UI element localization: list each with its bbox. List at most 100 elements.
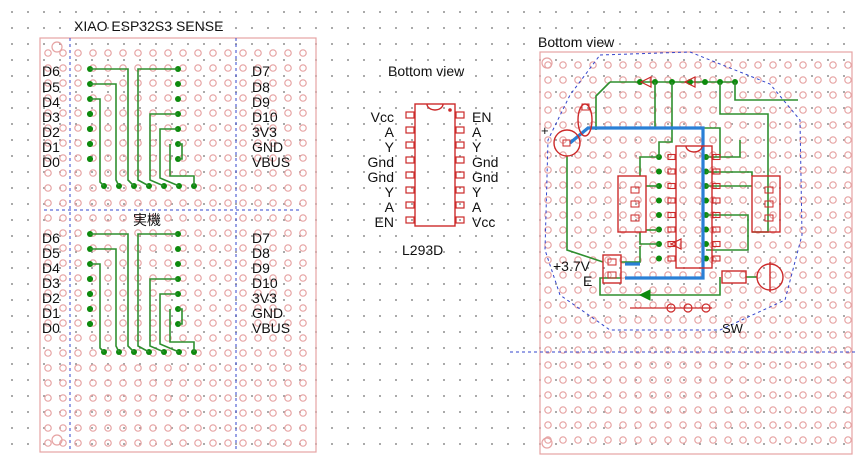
perfboard-pad xyxy=(284,274,292,282)
xiao-board-title: XIAO ESP32S3 SENSE xyxy=(74,18,224,34)
perfboard-pad xyxy=(709,331,717,339)
perfboard-pad xyxy=(619,346,627,354)
perfboard-pad xyxy=(814,121,822,129)
perfboard-pad xyxy=(104,424,112,432)
perfboard-pad xyxy=(574,151,582,159)
perfboard-pad xyxy=(209,259,217,267)
perfboard-pad xyxy=(649,406,657,414)
perfboard-pad xyxy=(829,391,837,399)
perfboard-pad xyxy=(649,166,657,174)
perfboard-pad xyxy=(239,424,247,432)
perfboard-pad xyxy=(559,181,567,189)
perfboard-pad xyxy=(739,286,747,294)
perfboard-pad xyxy=(844,286,852,294)
motor-connector-left xyxy=(617,175,647,233)
perfboard-pad xyxy=(829,91,837,99)
perfboard-pad xyxy=(119,64,127,72)
perfboard-pad xyxy=(74,64,82,72)
perfboard-pad xyxy=(209,349,217,357)
perfboard-pad xyxy=(59,304,67,312)
perfboard-pad xyxy=(574,436,582,444)
perfboard-pad xyxy=(829,346,837,354)
perfboard-pad xyxy=(574,181,582,189)
perfboard-pad xyxy=(829,331,837,339)
perfboard-pad xyxy=(649,136,657,144)
perfboard-pad xyxy=(799,391,807,399)
perfboard-pad xyxy=(284,94,292,102)
perfboard-pad xyxy=(119,169,127,177)
perfboard-pad xyxy=(814,271,822,279)
perfboard-pad xyxy=(604,91,612,99)
perfboard-pad xyxy=(754,121,762,129)
perfboard-pad xyxy=(239,229,247,237)
perfboard-pad xyxy=(164,289,172,297)
perfboard-pad xyxy=(59,109,67,117)
header-pin xyxy=(702,79,708,85)
perfboard-pad xyxy=(709,91,717,99)
perfboard-pad xyxy=(239,394,247,402)
perfboard-pad xyxy=(619,256,627,264)
perfboard-pad xyxy=(709,421,717,429)
perfboard-pad xyxy=(724,346,732,354)
perfboard-pad xyxy=(239,379,247,387)
perfboard-pad xyxy=(589,76,597,84)
trace xyxy=(734,82,798,101)
perfboard-pad xyxy=(149,64,157,72)
perfboard-pad xyxy=(164,379,172,387)
perfboard-pad xyxy=(694,361,702,369)
perfboard-pad xyxy=(149,424,157,432)
pin-label: D5 xyxy=(42,79,60,95)
perfboard-pad xyxy=(164,169,172,177)
perfboard-pad xyxy=(574,211,582,219)
perfboard-pad xyxy=(694,346,702,354)
perfboard-pad xyxy=(284,364,292,372)
perfboard-pad xyxy=(299,94,307,102)
perfboard-pad xyxy=(574,316,582,324)
perfboard-pad xyxy=(269,154,277,162)
perfboard-pad xyxy=(574,361,582,369)
perfboard-pad xyxy=(754,376,762,384)
perfboard-pad xyxy=(649,331,657,339)
perfboard-pad xyxy=(149,274,157,282)
perfboard-pad xyxy=(694,61,702,69)
solder-dot xyxy=(656,212,662,218)
perfboard-pad xyxy=(299,244,307,252)
perfboard-pad xyxy=(104,439,112,447)
perfboard-pad xyxy=(119,304,127,312)
perfboard-pad xyxy=(844,121,852,129)
perfboard-pad xyxy=(239,154,247,162)
perfboard-pad xyxy=(694,151,702,159)
perfboard-pad xyxy=(59,49,67,57)
perfboard-pad xyxy=(814,256,822,264)
perfboard-pad xyxy=(709,346,717,354)
perfboard-pad xyxy=(149,244,157,252)
perfboard-pad xyxy=(619,391,627,399)
solder-dot xyxy=(656,168,662,175)
perfboard-pad xyxy=(104,109,112,117)
perfboard-pad xyxy=(194,394,202,402)
chip-pin-pad xyxy=(405,201,415,209)
perfboard-pad xyxy=(739,196,747,204)
perfboard-pad xyxy=(74,94,82,102)
chip-pin-label: A xyxy=(384,199,394,215)
connector-pin xyxy=(764,214,774,222)
perfboard-pad xyxy=(224,184,232,192)
perfboard-pad xyxy=(649,421,657,429)
ic-pin-pad xyxy=(712,255,721,262)
chip-pin-label: EN xyxy=(472,109,492,125)
perfboard-pad xyxy=(104,364,112,372)
perfboard-pad xyxy=(194,364,202,372)
perfboard-pad xyxy=(679,316,687,324)
ic-pin-pad xyxy=(667,168,676,175)
perfboard-pad xyxy=(164,199,172,207)
perfboard-pad xyxy=(604,376,612,384)
chip-name: L293D xyxy=(402,242,444,258)
perfboard-pad xyxy=(179,409,187,417)
perfboard-pad xyxy=(194,319,202,327)
perfboard-pad xyxy=(119,49,127,57)
ic-pin-pad xyxy=(667,153,676,161)
perfboard-pad xyxy=(694,376,702,384)
perfboard-pad xyxy=(574,391,582,399)
perfboard-pad xyxy=(694,421,702,429)
perfboard-pad xyxy=(544,241,552,249)
